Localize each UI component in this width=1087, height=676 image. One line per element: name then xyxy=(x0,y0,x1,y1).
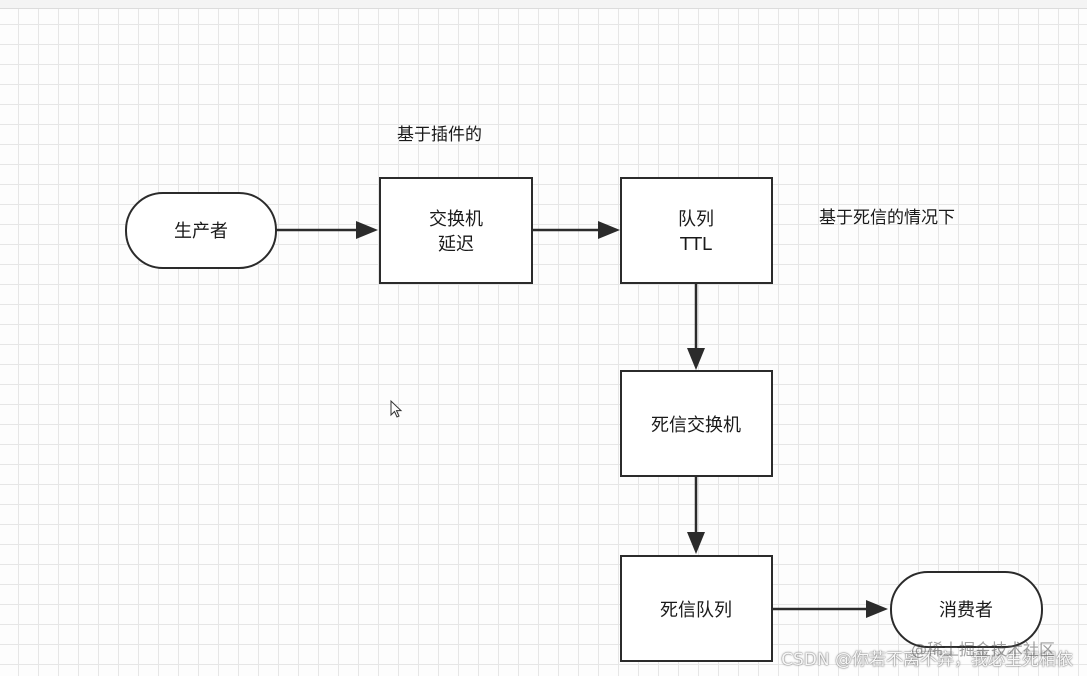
connector-dead-exchange-to-dead-queue[interactable] xyxy=(687,477,705,554)
watermark-secondary: @稀土掘金技术社区 xyxy=(910,640,1055,659)
watermark-primary: CSDN @你若不离不弃，我必生死相依 xyxy=(781,650,1073,670)
node-consumer[interactable]: 消费者 xyxy=(890,571,1043,648)
node-dead-queue[interactable]: 死信队列 xyxy=(620,555,773,662)
annotation-plugin-based: 基于插件的 xyxy=(397,125,482,145)
top-edge xyxy=(0,0,1087,9)
annotation-deadletter-based: 基于死信的情况下 xyxy=(819,208,955,228)
watermark: @稀土掘金技术社区 CSDN @你若不离不弃，我必生死相依 xyxy=(781,640,1073,670)
node-queue-ttl-line2: TTL xyxy=(679,234,712,255)
node-queue-ttl[interactable]: 队列 TTL xyxy=(620,177,773,284)
node-dead-exchange[interactable]: 死信交换机 xyxy=(620,370,773,477)
node-exchange-delay-line1: 交换机 xyxy=(429,209,483,230)
node-exchange-delay[interactable]: 交换机 延迟 xyxy=(379,177,533,284)
node-dead-exchange-label: 死信交换机 xyxy=(651,415,741,436)
node-consumer-label: 消费者 xyxy=(939,600,993,621)
node-dead-queue-label: 死信队列 xyxy=(660,600,732,621)
mouse-cursor-icon xyxy=(390,399,403,418)
connector-queue-to-dead-exchange[interactable] xyxy=(687,284,705,370)
connector-producer-to-exchange[interactable] xyxy=(276,221,378,239)
node-queue-ttl-line1: 队列 xyxy=(678,209,714,230)
node-producer-label: 生产者 xyxy=(174,221,228,242)
node-exchange-delay-line2: 延迟 xyxy=(438,234,474,255)
connector-dead-queue-to-consumer[interactable] xyxy=(772,600,888,618)
connector-exchange-to-queue[interactable] xyxy=(532,221,620,239)
node-producer[interactable]: 生产者 xyxy=(125,192,277,269)
